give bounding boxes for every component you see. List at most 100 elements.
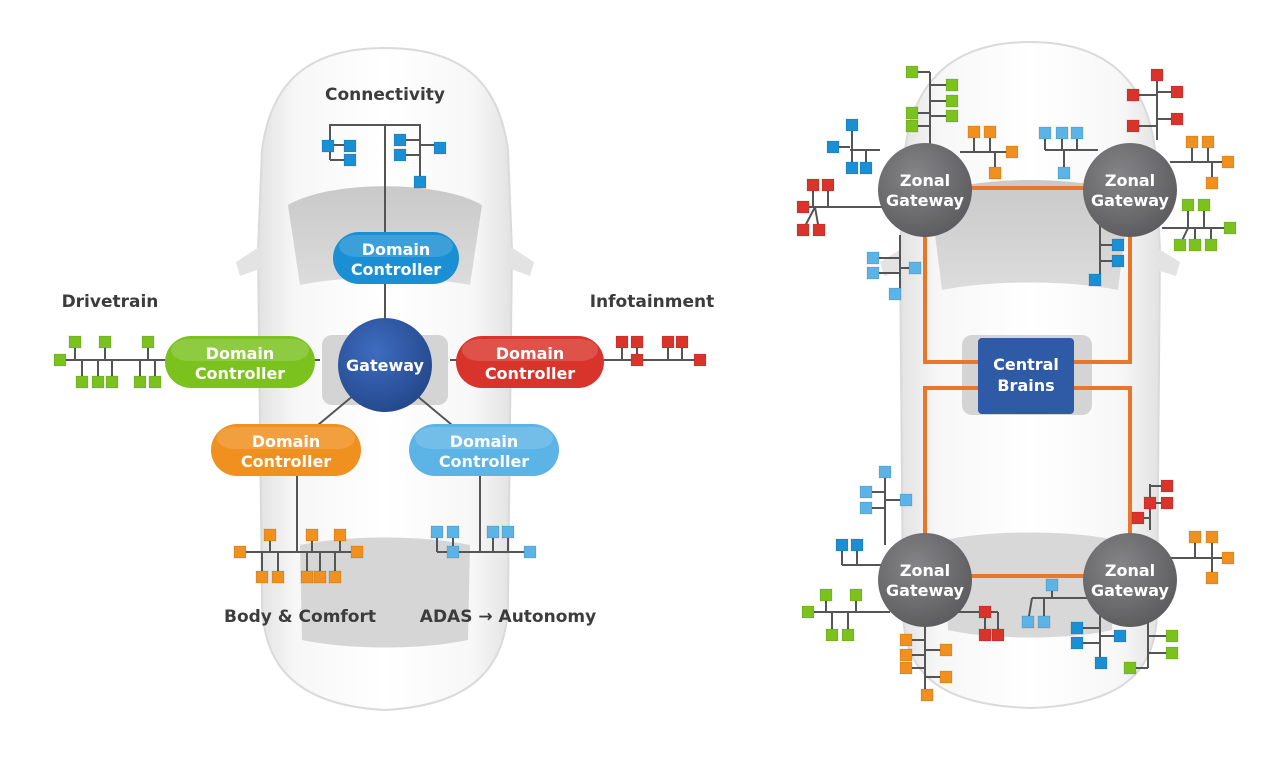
- domain-controller-infotainment-label-line1: Domain: [496, 344, 565, 363]
- ecu-fl-lightblue: [866, 251, 880, 265]
- gateway-circle[interactable]: [338, 318, 432, 412]
- car-windshield-right: [930, 180, 1130, 290]
- ecu-fr-orange: [1201, 135, 1215, 149]
- central-brains-label-line2: Brains: [997, 376, 1054, 395]
- domain-controller-adas-label-line1: Domain: [450, 432, 519, 451]
- ecu-fl-green: [945, 109, 959, 123]
- car-mirror-right-l: [880, 248, 903, 276]
- ecu-fr-red: [1126, 88, 1140, 102]
- ecu-fl-blue: [826, 140, 840, 154]
- ecu-rl-red: [978, 605, 992, 619]
- domain-controller-drivetrain-shape[interactable]: [165, 336, 315, 388]
- ecu-fl-green: [905, 106, 919, 120]
- domain-controller-body-comfort-label-line2: Controller: [241, 452, 331, 471]
- ecu-fl-lightblue: [888, 287, 902, 301]
- zonal-gateway-label-line1: Zonal: [900, 171, 950, 190]
- ecu-rr-lightblue: [1037, 615, 1051, 629]
- gateway-node[interactable]: Gateway: [338, 318, 432, 412]
- ecu-fr-green: [1197, 198, 1211, 212]
- ecu-infotainment: [630, 335, 644, 349]
- ecu-body-comfort: [233, 545, 247, 559]
- domain-title-adas-part1: ADAS: [420, 607, 479, 627]
- ecu-fr-lightblue: [1057, 166, 1071, 180]
- ecu-rr-red: [1131, 511, 1145, 525]
- zonal-gateway-label-line1: Zonal: [900, 561, 950, 580]
- ecu-infotainment: [615, 335, 629, 349]
- ecu-fr-lightblue: [1070, 126, 1084, 140]
- domain-controller-body-comfort-shape[interactable]: [211, 424, 361, 476]
- ecu-fr-orange: [1185, 135, 1199, 149]
- ecu-rl-lightblue: [899, 493, 913, 507]
- domain-title-infotainment: Infotainment: [590, 292, 715, 312]
- ecu-infotainment: [693, 353, 707, 367]
- ecu-rr-blue: [1070, 636, 1084, 650]
- ecu-connectivity: [393, 133, 407, 147]
- ecu-connectivity: [433, 141, 447, 155]
- ecu-rl-lightblue: [859, 485, 873, 499]
- domain-controller-body-comfort-highlight: [217, 427, 355, 449]
- ecu-rl-orange: [899, 648, 913, 662]
- ecu-fr-green: [1223, 221, 1237, 235]
- ecu-rr-blue: [1094, 656, 1108, 670]
- ecu-body-comfort: [313, 570, 327, 584]
- ecu-drivetrain: [105, 375, 119, 389]
- domain-controller-infotainment-shape[interactable]: [456, 336, 604, 388]
- ecu-adas: [501, 525, 515, 539]
- ecu-rr-blue: [1070, 621, 1084, 635]
- car-mirror-right-r: [1157, 248, 1180, 276]
- ecu-fl-red: [796, 223, 810, 237]
- ecu-body-comfort: [255, 570, 269, 584]
- ecu-fr-blue: [1088, 273, 1102, 287]
- ecu-fl-orange: [983, 125, 997, 139]
- ecu-rl-blue: [835, 538, 849, 552]
- ecu-body-comfort: [271, 570, 285, 584]
- backbone-rear-left: [923, 386, 980, 578]
- ecu-rl-red: [978, 628, 992, 642]
- ecu-drivetrain: [141, 335, 155, 349]
- car-mirror-left-l: [236, 245, 262, 276]
- zonal-gateway-circle[interactable]: [1083, 143, 1177, 237]
- domain-controller-adas-shape[interactable]: [409, 424, 559, 476]
- ecu-drivetrain: [148, 375, 162, 389]
- ecu-fl-green: [905, 65, 919, 79]
- ecu-adas: [430, 525, 444, 539]
- ecu-rr-red: [1160, 479, 1174, 493]
- ecu-fr-blue: [1111, 238, 1125, 252]
- ecu-rr-green: [1165, 629, 1179, 643]
- zonal-gateway-circle[interactable]: [878, 143, 972, 237]
- domain-controller-drivetrain-label-line2: Controller: [195, 364, 285, 383]
- ecu-fl-green: [905, 119, 919, 133]
- central-brains-label-line1: Central: [993, 355, 1059, 374]
- backbone-front-left: [923, 195, 980, 364]
- ecu-drivetrain: [91, 375, 105, 389]
- domain-controller-connectivity-shape[interactable]: [333, 232, 459, 284]
- ecu-fr-orange: [1221, 155, 1235, 169]
- zonal-gateway-circle[interactable]: [878, 533, 972, 627]
- ecu-fl-orange: [988, 166, 1002, 180]
- zonal-gateway-label-line1: Zonal: [1105, 171, 1155, 190]
- ecu-infotainment: [630, 353, 644, 367]
- ecu-rl-orange: [939, 643, 953, 657]
- ecu-rl-green: [849, 588, 863, 602]
- ecu-fr-red: [1126, 119, 1140, 133]
- ecu-fr-lightblue: [1055, 126, 1069, 140]
- domain-title-drivetrain: Drivetrain: [62, 292, 159, 312]
- ecu-rr-orange: [1188, 530, 1202, 544]
- domain-title-adas-part2: Autonomy: [499, 607, 597, 627]
- ecu-fl-blue: [859, 161, 873, 175]
- zonal-gateway-circle[interactable]: [1083, 533, 1177, 627]
- ecu-fr-orange: [1205, 176, 1219, 190]
- central-brains-box[interactable]: [978, 338, 1074, 414]
- ecu-rl-green: [801, 605, 815, 619]
